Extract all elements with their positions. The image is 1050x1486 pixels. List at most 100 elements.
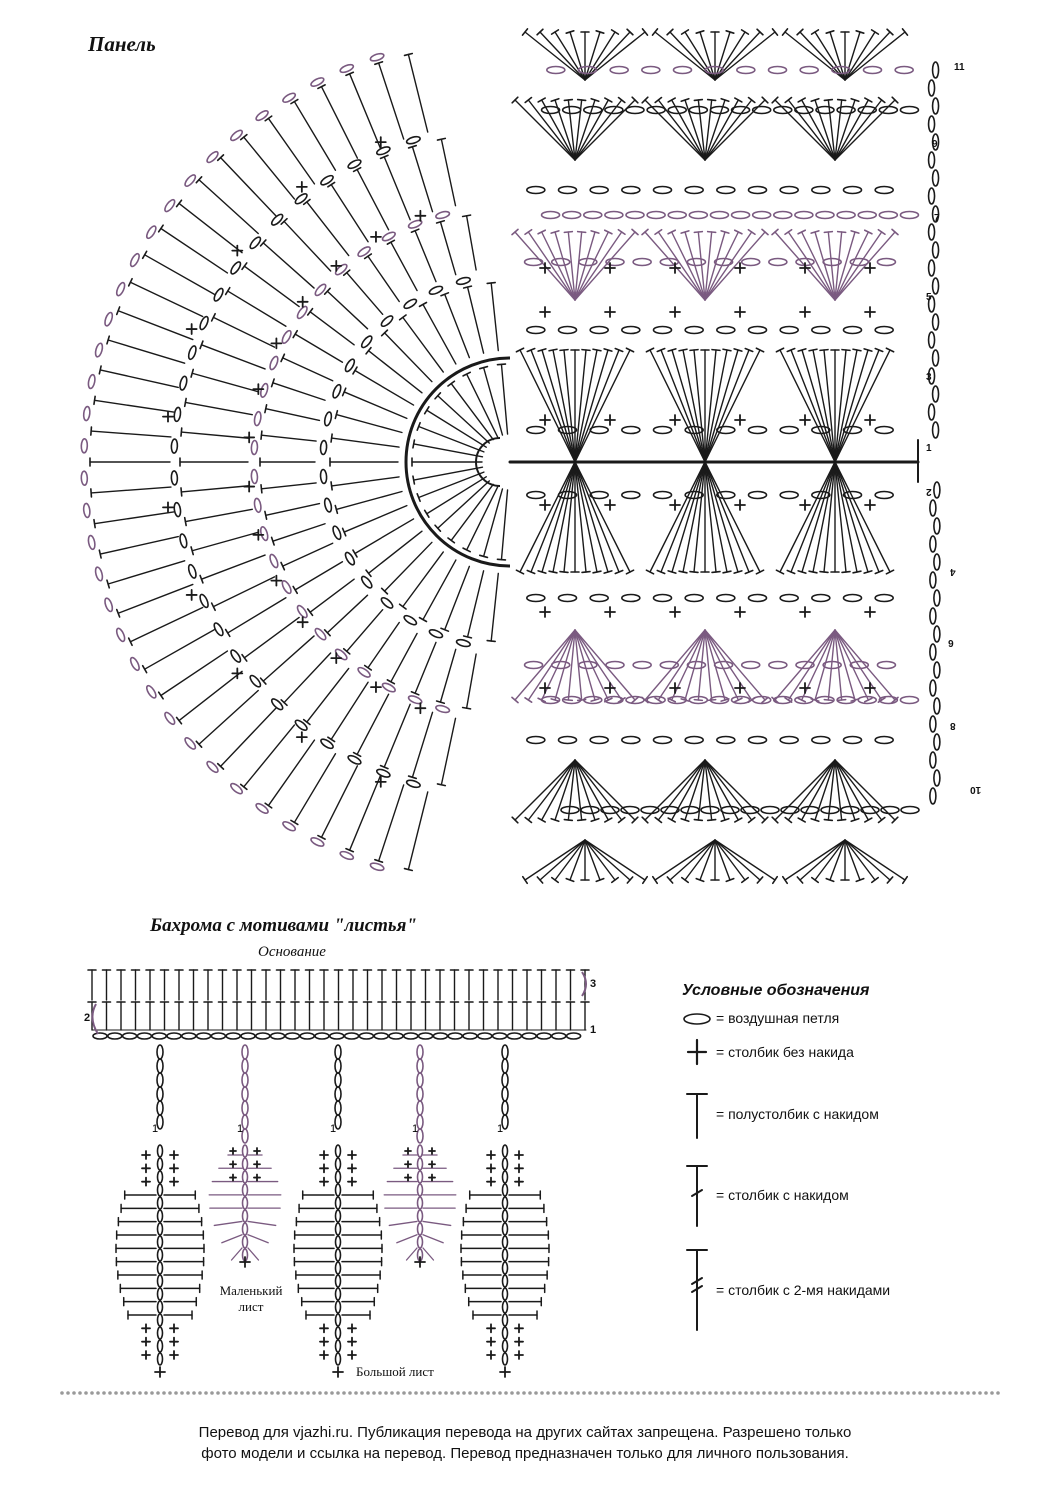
double-crochet bbox=[129, 606, 204, 643]
double-crochet-top bbox=[550, 698, 560, 702]
double-crochet bbox=[834, 759, 856, 821]
double-crochet-top bbox=[733, 570, 743, 574]
double-crochet-top bbox=[342, 269, 351, 277]
double-crochet bbox=[417, 471, 485, 499]
double-crochet-top bbox=[771, 96, 779, 104]
double-crochet bbox=[540, 759, 576, 821]
separator-dot bbox=[624, 1391, 628, 1395]
chain-stitch bbox=[241, 1058, 249, 1074]
foundation-arc bbox=[404, 356, 511, 568]
double-crochet bbox=[490, 572, 499, 642]
chain-stitch bbox=[713, 257, 734, 267]
chain-stitch bbox=[684, 735, 704, 745]
separator-dot bbox=[558, 1391, 562, 1395]
double-crochet-top bbox=[447, 380, 456, 387]
double-crochet bbox=[814, 231, 836, 301]
chain-stitch bbox=[927, 367, 936, 385]
chain-stitch bbox=[878, 210, 899, 220]
double-crochet-top bbox=[334, 409, 339, 420]
double-crochet-top bbox=[870, 29, 880, 35]
double-crochet bbox=[649, 461, 706, 573]
double-crochet bbox=[654, 31, 716, 81]
chain-stitch bbox=[578, 660, 598, 670]
double-crochet-top bbox=[379, 764, 389, 770]
double-crochet bbox=[704, 231, 753, 301]
double-crochet bbox=[660, 461, 706, 573]
double-crochet-top bbox=[537, 97, 546, 103]
chain-stitch bbox=[874, 735, 894, 745]
double-crochet bbox=[834, 99, 883, 161]
chain-stitch bbox=[772, 105, 793, 115]
separator-dot bbox=[114, 1391, 118, 1395]
double-crochet bbox=[563, 349, 576, 463]
double-crochet-top bbox=[323, 629, 331, 637]
chain-stitch bbox=[403, 298, 418, 310]
chain-stitch bbox=[632, 660, 652, 670]
chain-stitch bbox=[428, 628, 444, 639]
double-crochet bbox=[465, 373, 499, 438]
chain-stitch bbox=[822, 257, 842, 267]
chain-stitch bbox=[314, 627, 327, 641]
chain-stitch bbox=[501, 1196, 509, 1210]
double-crochet bbox=[697, 629, 706, 701]
double-crochet bbox=[367, 255, 400, 303]
chain-stitch bbox=[831, 65, 851, 75]
separator-dot bbox=[642, 1391, 646, 1395]
double-crochet bbox=[267, 739, 316, 807]
double-crochet bbox=[191, 531, 259, 552]
double-crochet-top bbox=[224, 628, 231, 638]
double-crochet-top bbox=[666, 876, 674, 884]
separator-dot bbox=[666, 1391, 670, 1395]
chain-stitch bbox=[652, 325, 673, 335]
chain-stitch bbox=[334, 1086, 342, 1102]
separator-dot bbox=[144, 1391, 148, 1395]
double-crochet bbox=[90, 486, 172, 494]
double-crochet-top bbox=[680, 876, 690, 884]
double-crochet-top bbox=[850, 97, 860, 103]
chain-stitch bbox=[604, 105, 624, 115]
double-crochet-top bbox=[786, 347, 796, 353]
separator-dot bbox=[84, 1391, 88, 1395]
chain-stitch bbox=[874, 325, 894, 335]
chain-stitch bbox=[929, 643, 937, 661]
double-crochet bbox=[574, 461, 631, 573]
chain-stitch bbox=[281, 329, 292, 344]
double-crochet-top bbox=[199, 574, 204, 584]
double-crochet-top bbox=[864, 817, 873, 823]
chain-stitch bbox=[249, 236, 262, 250]
double-crochet bbox=[198, 689, 259, 745]
double-crochet-top bbox=[199, 340, 204, 350]
chain-stitch bbox=[241, 1100, 249, 1116]
separator-dot bbox=[738, 1391, 742, 1395]
chain-stitch bbox=[501, 1339, 509, 1353]
double-crochet-top bbox=[496, 363, 507, 366]
double-crochet-top bbox=[823, 818, 834, 822]
double-crochet-top bbox=[195, 175, 203, 184]
double-crochet-top bbox=[590, 230, 600, 234]
double-crochet-top bbox=[216, 762, 225, 770]
chain-stitch bbox=[447, 1032, 464, 1040]
chain-stitch bbox=[736, 65, 756, 75]
double-crochet-top bbox=[614, 569, 624, 575]
double-crochet bbox=[834, 349, 858, 463]
double-crochet-top bbox=[180, 487, 183, 497]
double-crochet-top bbox=[693, 818, 704, 822]
base-label: Основание bbox=[258, 944, 326, 960]
chain-stitch bbox=[501, 1261, 509, 1275]
separator-dot bbox=[204, 1391, 208, 1395]
separator-dot bbox=[954, 1391, 958, 1395]
separator-dot bbox=[372, 1391, 376, 1395]
double-crochet-top bbox=[604, 97, 613, 103]
chain-stitch bbox=[526, 735, 546, 745]
double-crochet bbox=[684, 629, 706, 701]
double-crochet-top bbox=[106, 335, 111, 345]
double-crochet bbox=[426, 476, 487, 515]
chain-stitch bbox=[282, 92, 297, 103]
chain-stitch bbox=[840, 805, 860, 815]
double-crochet bbox=[704, 231, 713, 301]
chain-stitch bbox=[240, 1032, 256, 1040]
chain-stitch bbox=[927, 79, 936, 97]
double-crochet bbox=[514, 99, 576, 161]
chain-stitch bbox=[550, 1032, 567, 1040]
chain-stitch bbox=[334, 1114, 342, 1130]
